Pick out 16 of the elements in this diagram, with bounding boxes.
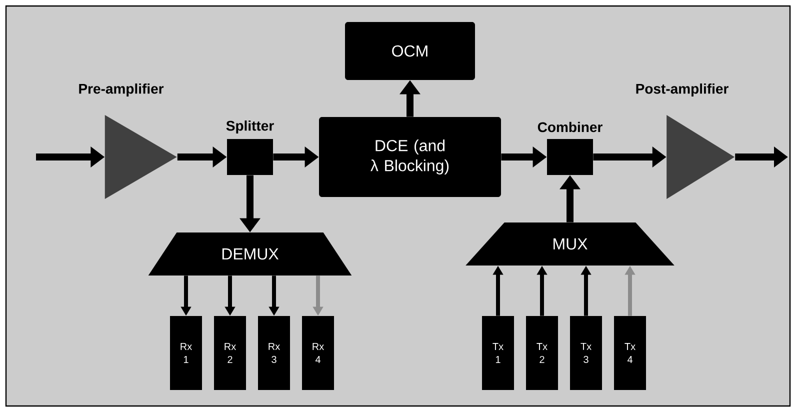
multiplexer-trapezoid: MUX bbox=[466, 222, 674, 266]
transceiver-box: Tx 3 bbox=[570, 316, 602, 390]
transceiver-box: Rx 3 bbox=[258, 316, 290, 390]
multiplexer-trapezoid: DEMUX bbox=[148, 232, 352, 276]
transceiver-box: Rx 4 bbox=[302, 316, 334, 390]
heading: Pre-amplifier bbox=[79, 83, 164, 97]
transceiver-box: Rx 1 bbox=[170, 316, 202, 390]
transceiver-box: Tx 2 bbox=[526, 316, 558, 390]
process-box: DCE (and λ Blocking) bbox=[319, 117, 501, 197]
transceiver-box: Rx 2 bbox=[214, 316, 246, 390]
heading: Splitter bbox=[226, 120, 274, 134]
heading: Post-amplifier bbox=[636, 83, 728, 97]
transceiver-box: Tx 4 bbox=[614, 316, 646, 390]
process-box: OCM bbox=[345, 22, 475, 80]
heading: Combiner bbox=[538, 122, 602, 132]
transceiver-box: Tx 1 bbox=[482, 316, 514, 390]
